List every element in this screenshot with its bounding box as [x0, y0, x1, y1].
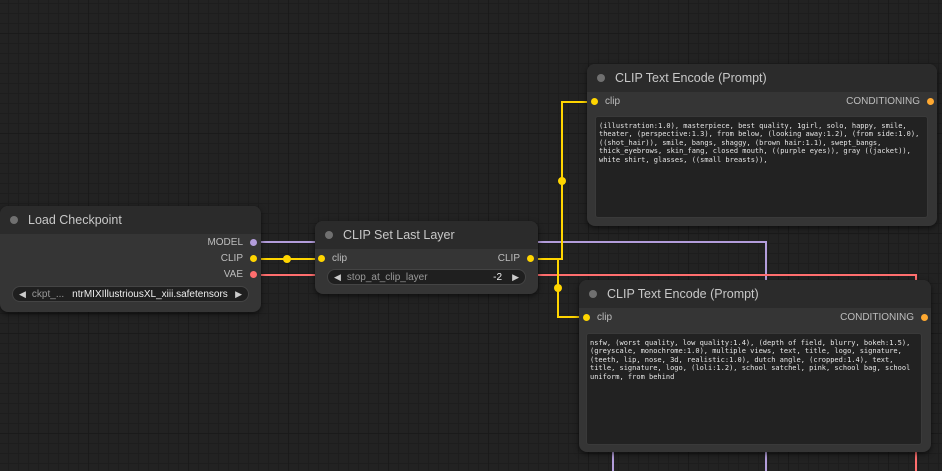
clip-set-last-layer-node[interactable]: CLIP Set Last Layer clip CLIP ◀ stop_at_…: [315, 221, 538, 294]
next-arrow-icon[interactable]: ▶: [235, 288, 242, 299]
clip-wire-1-midpoint: [283, 255, 291, 263]
load-checkpoint-node[interactable]: Load Checkpoint MODEL CLIP VAE ◀ ckpt_..…: [0, 206, 261, 312]
clip-set-last-layer-title-bar[interactable]: CLIP Set Last Layer: [315, 221, 538, 249]
model-output-label: MODEL: [207, 237, 243, 248]
vae-output-dot-icon[interactable]: [250, 271, 257, 278]
clip-text-encode-positive-title: CLIP Text Encode (Prompt): [615, 71, 767, 85]
clip-wire-2-midpoint: [558, 177, 566, 185]
clip-input-dot-icon[interactable]: [318, 255, 325, 262]
clip-input-label: clip: [605, 96, 621, 107]
collapse-dot-icon[interactable]: [10, 216, 18, 224]
clip-input[interactable]: clip: [318, 253, 347, 265]
stop-at-clip-layer-widget[interactable]: ◀ stop_at_clip_layer -2 ▶: [327, 269, 526, 285]
clip-output[interactable]: CLIP: [498, 253, 534, 265]
clip-output-label: CLIP: [220, 253, 243, 264]
load-checkpoint-title-bar[interactable]: Load Checkpoint: [0, 206, 261, 234]
clip-wire-3-midpoint: [554, 284, 562, 292]
clip-input-label: clip: [597, 312, 613, 323]
clip-text-encode-positive-node[interactable]: CLIP Text Encode (Prompt) clip CONDITION…: [587, 64, 937, 226]
prev-arrow-icon[interactable]: ◀: [19, 288, 26, 299]
negative-prompt-textarea[interactable]: nsfw, (worst quality, low quality:1.4), …: [586, 333, 922, 445]
conditioning-output-label: CONDITIONING: [846, 96, 920, 107]
clip-text-encode-negative-node[interactable]: CLIP Text Encode (Prompt) clip CONDITION…: [579, 280, 931, 452]
clip-set-last-layer-title: CLIP Set Last Layer: [343, 228, 455, 242]
conditioning-output-dot-icon[interactable]: [921, 314, 928, 321]
positive-prompt-textarea[interactable]: (illustration:1.0), masterpiece, best qu…: [595, 116, 928, 218]
stop-at-clip-layer-label: stop_at_clip_layer: [346, 271, 428, 283]
clip-output[interactable]: CLIP: [221, 253, 257, 265]
clip-input-dot-icon[interactable]: [583, 314, 590, 321]
clip-input[interactable]: clip: [583, 312, 612, 324]
ckpt-value: ntrMIXIllustriousXL_xiii.safetensors: [72, 288, 228, 300]
increment-arrow-icon[interactable]: ▶: [512, 271, 519, 282]
load-checkpoint-title: Load Checkpoint: [28, 213, 122, 227]
decrement-arrow-icon[interactable]: ◀: [334, 271, 341, 282]
vae-output-label: VAE: [223, 269, 243, 280]
conditioning-output-dot-icon[interactable]: [927, 98, 934, 105]
stop-at-clip-layer-value: -2: [493, 271, 503, 283]
clip-output-dot-icon[interactable]: [527, 255, 534, 262]
clip-input-dot-icon[interactable]: [591, 98, 598, 105]
collapse-dot-icon[interactable]: [589, 290, 597, 298]
clip-input[interactable]: clip: [591, 96, 620, 108]
clip-output-dot-icon[interactable]: [250, 255, 257, 262]
model-output-dot-icon[interactable]: [250, 239, 257, 246]
model-output[interactable]: MODEL: [207, 237, 257, 249]
clip-text-encode-positive-title-bar[interactable]: CLIP Text Encode (Prompt): [587, 64, 937, 92]
clip-text-encode-negative-title-bar[interactable]: CLIP Text Encode (Prompt): [579, 280, 931, 308]
clip-output-label: CLIP: [497, 253, 520, 264]
clip-input-label: clip: [332, 253, 348, 264]
collapse-dot-icon[interactable]: [597, 74, 605, 82]
clip-text-encode-negative-title: CLIP Text Encode (Prompt): [607, 287, 759, 301]
vae-output[interactable]: VAE: [224, 269, 257, 281]
collapse-dot-icon[interactable]: [325, 231, 333, 239]
ckpt-label: ckpt_...: [31, 288, 65, 300]
conditioning-output[interactable]: CONDITIONING: [840, 312, 928, 324]
conditioning-output[interactable]: CONDITIONING: [846, 96, 934, 108]
conditioning-output-label: CONDITIONING: [840, 312, 914, 323]
ckpt-name-combo[interactable]: ◀ ckpt_... ntrMIXIllustriousXL_xiii.safe…: [12, 286, 249, 302]
